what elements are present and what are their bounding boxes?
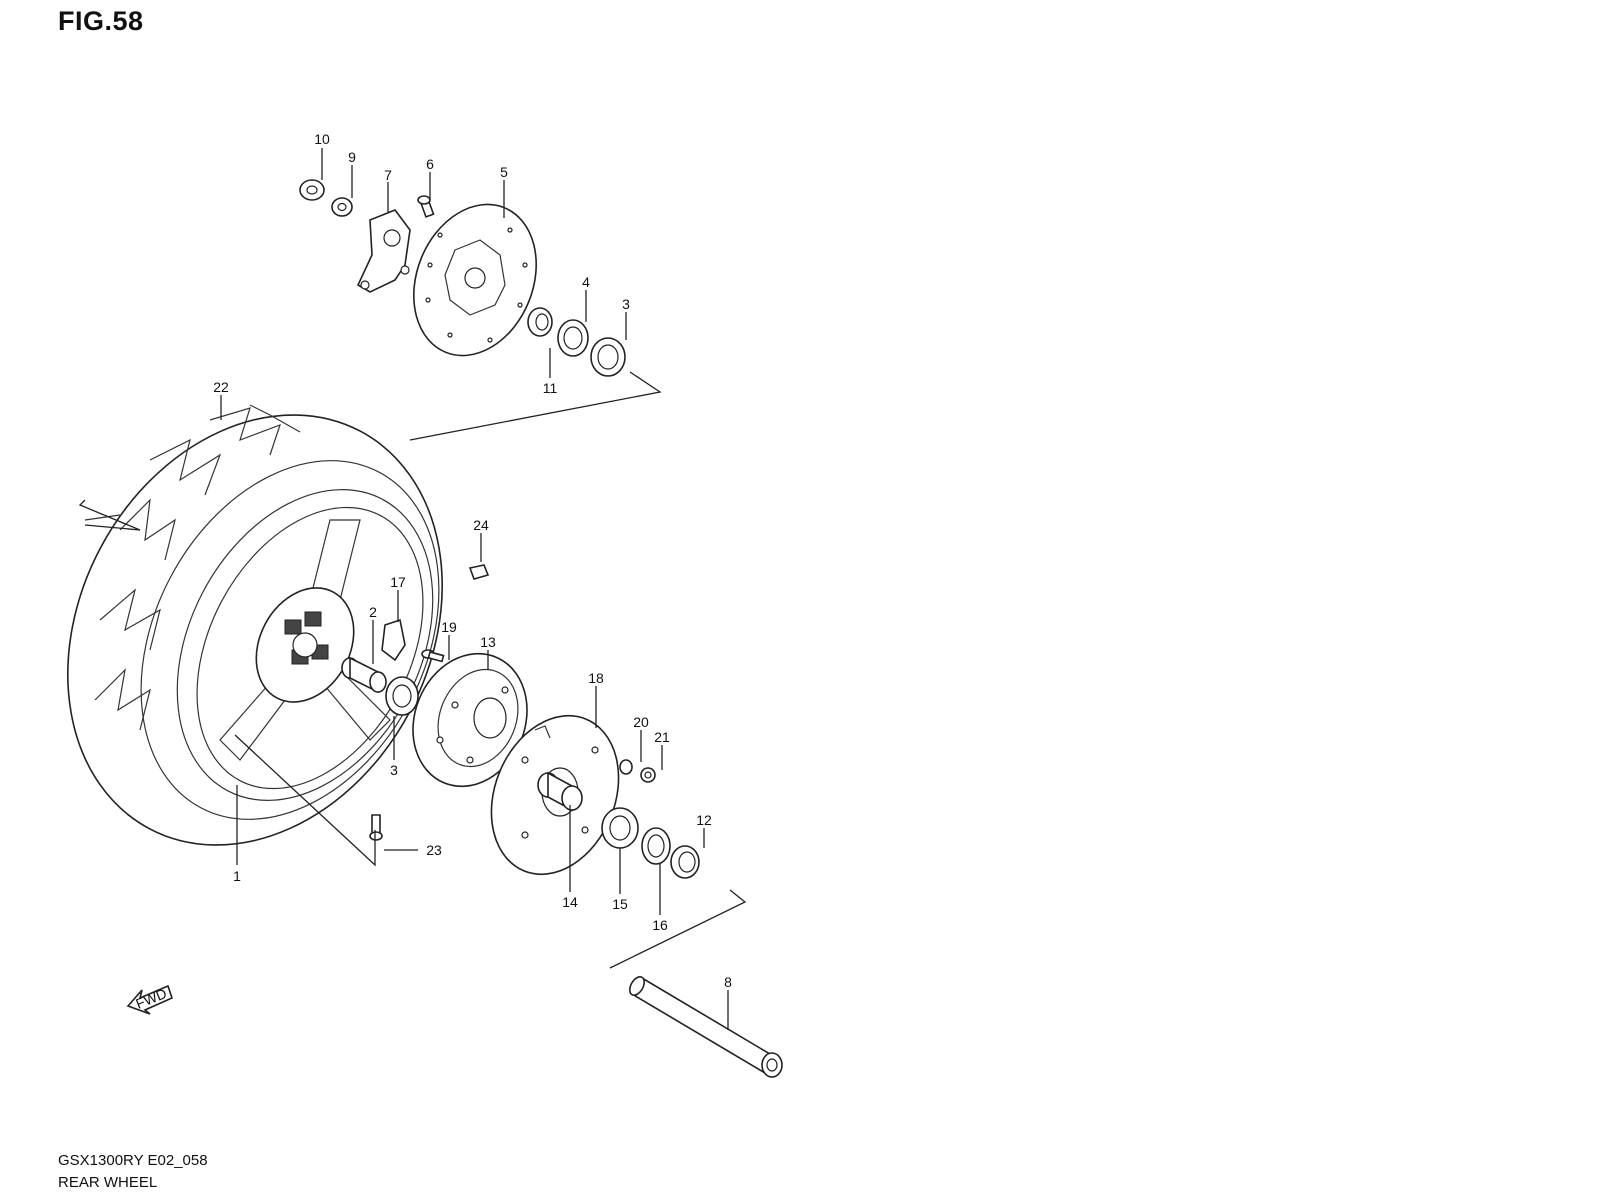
spacer-2[interactable]: [341, 656, 387, 694]
callout-21: 21: [654, 729, 670, 745]
callout-9: 9: [348, 149, 356, 165]
oil-seal-16[interactable]: [641, 827, 671, 865]
figure-title: FIG.58: [58, 6, 144, 36]
callout-23: 23: [426, 842, 442, 858]
oil-seal-4[interactable]: [557, 319, 589, 357]
brake-disc-5[interactable]: [392, 186, 558, 374]
callout-2: 2: [369, 604, 377, 620]
spacer-11[interactable]: [527, 307, 553, 337]
callout-3-upper: 3: [622, 296, 630, 312]
callout-24: 24: [473, 517, 489, 533]
callout-19: 19: [441, 619, 457, 635]
callout-8: 8: [724, 974, 732, 990]
washer-20[interactable]: [619, 759, 633, 775]
fwd-arrow-icon: FWD: [126, 984, 173, 1015]
caliper-bracket-7[interactable]: [356, 209, 411, 293]
callout-18: 18: [588, 670, 604, 686]
washer-9[interactable]: [331, 197, 353, 217]
callout-1: 1: [233, 868, 241, 884]
spacer-12[interactable]: [670, 845, 700, 879]
bearing-15[interactable]: [601, 807, 639, 849]
callout-11: 11: [543, 380, 558, 396]
bolt-19[interactable]: [421, 649, 445, 663]
spacer-14[interactable]: [537, 771, 583, 812]
callout-3-lower: 3: [390, 762, 398, 778]
rear-tire[interactable]: [0, 349, 515, 911]
bolt-6[interactable]: [417, 195, 435, 218]
callout-6: 6: [426, 156, 434, 172]
callout-7: 7: [384, 167, 392, 183]
callout-20: 20: [633, 714, 649, 730]
callout-4: 4: [582, 274, 590, 290]
cushion-24[interactable]: [468, 564, 490, 580]
diagram-name: REAR WHEEL: [58, 1174, 158, 1191]
callout-15: 15: [612, 896, 628, 912]
callout-5: 5: [500, 164, 508, 180]
model-code: GSX1300RY E02_058: [58, 1152, 208, 1169]
callout-13: 13: [480, 634, 496, 650]
bearing-3-lower[interactable]: [385, 676, 419, 716]
callout-10: 10: [314, 131, 330, 147]
bearing-3-upper[interactable]: [590, 337, 626, 377]
rear-wheel-rim[interactable]: [126, 445, 484, 844]
callout-16: 16: [652, 917, 668, 933]
valve-23[interactable]: [369, 814, 383, 841]
nut-21[interactable]: [640, 767, 656, 783]
axle-8[interactable]: [627, 974, 783, 1078]
nut-10[interactable]: [299, 179, 325, 201]
callout-17: 17: [390, 574, 406, 590]
callout-14: 14: [562, 894, 578, 910]
callout-12: 12: [696, 812, 712, 828]
callout-22: 22: [213, 379, 229, 395]
